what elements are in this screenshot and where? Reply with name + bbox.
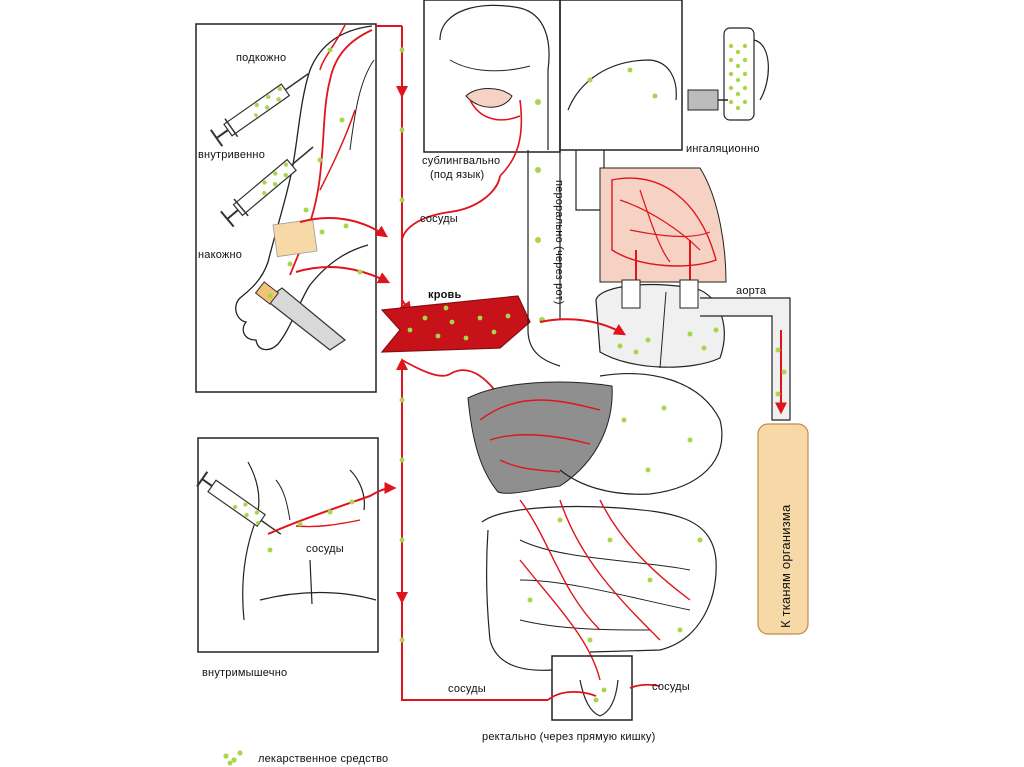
aorta [700,297,791,421]
label-blood: кровь [428,289,462,301]
drug-dot-icon [223,750,243,766]
syringe-icon [196,471,282,535]
label-inhalation: ингаляционно [686,143,760,155]
collecting-vessel [376,25,548,701]
tissues: К тканям организма [757,423,809,635]
label-intramuscular: внутримышечно [202,667,287,679]
label-vessels-bottom-right: сосуды [652,681,690,693]
intestines [481,373,723,681]
inhaler-icon [687,27,769,121]
label-sublingual-2: (под язык) [430,169,484,181]
legend-label: лекарственное средство [258,753,388,765]
blood-arrow [380,295,531,353]
label-vessels-muscle: сосуды [306,543,344,555]
head-panel [423,0,561,177]
label-vessels-bottom-left: сосуды [448,683,486,695]
heart [539,279,777,369]
label-cutaneous: накожно [198,249,242,261]
buttock-panel: сосуды [196,437,397,653]
syringe-icon [220,146,314,228]
legend: лекарственное средство [223,750,388,766]
label-rectal: ректально (через прямую кишку) [482,731,656,743]
label-intravenous: внутривенно [198,149,265,161]
rectal-panel [547,655,661,721]
label-subcutaneous: подкожно [236,52,286,64]
label-vessels-top: сосуды [420,213,458,225]
label-oral: перорально (через рот) [553,180,565,305]
arm-panel: подкожно внутривенно накожно [195,23,391,393]
esophagus [527,99,561,367]
liver [467,381,613,494]
label-sublingual-1: сублингвально [422,155,500,167]
ointment-tube-icon [254,281,347,351]
label-aorta: аорта [736,285,767,297]
label-to-tissues: К тканям организма [778,504,793,628]
syringe-icon [209,73,309,147]
lungs [599,167,727,323]
